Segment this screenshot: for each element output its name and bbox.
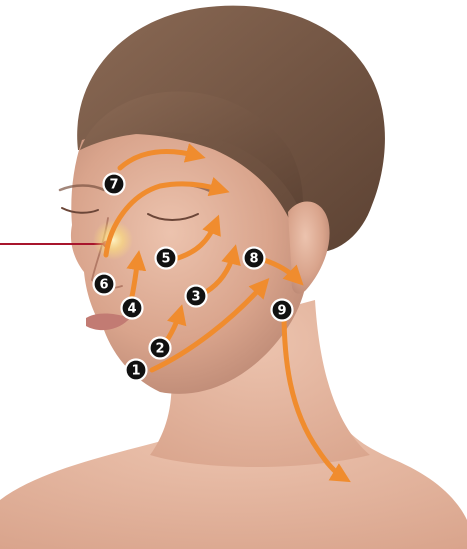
step-marker-4: 4 <box>122 298 143 319</box>
step-marker-2: 2 <box>150 338 171 359</box>
step-marker-9: 9 <box>272 300 293 321</box>
step-marker-label: 3 <box>191 290 200 305</box>
step-marker-5: 5 <box>156 248 177 269</box>
step-marker-6: 6 <box>94 274 115 295</box>
step-marker-label: 9 <box>277 304 286 319</box>
step-marker-label: 8 <box>249 252 258 267</box>
step-marker-8: 8 <box>244 248 265 269</box>
step-marker-label: 1 <box>131 364 140 379</box>
step-marker-label: 5 <box>161 252 170 267</box>
step-marker-3: 3 <box>186 286 207 307</box>
step-marker-label: 7 <box>109 178 118 193</box>
step-marker-1: 1 <box>126 360 147 381</box>
step-marker-7: 7 <box>104 174 125 195</box>
step-marker-label: 4 <box>127 302 136 317</box>
step-marker-label: 2 <box>155 342 164 357</box>
step-marker-label: 6 <box>99 278 108 293</box>
